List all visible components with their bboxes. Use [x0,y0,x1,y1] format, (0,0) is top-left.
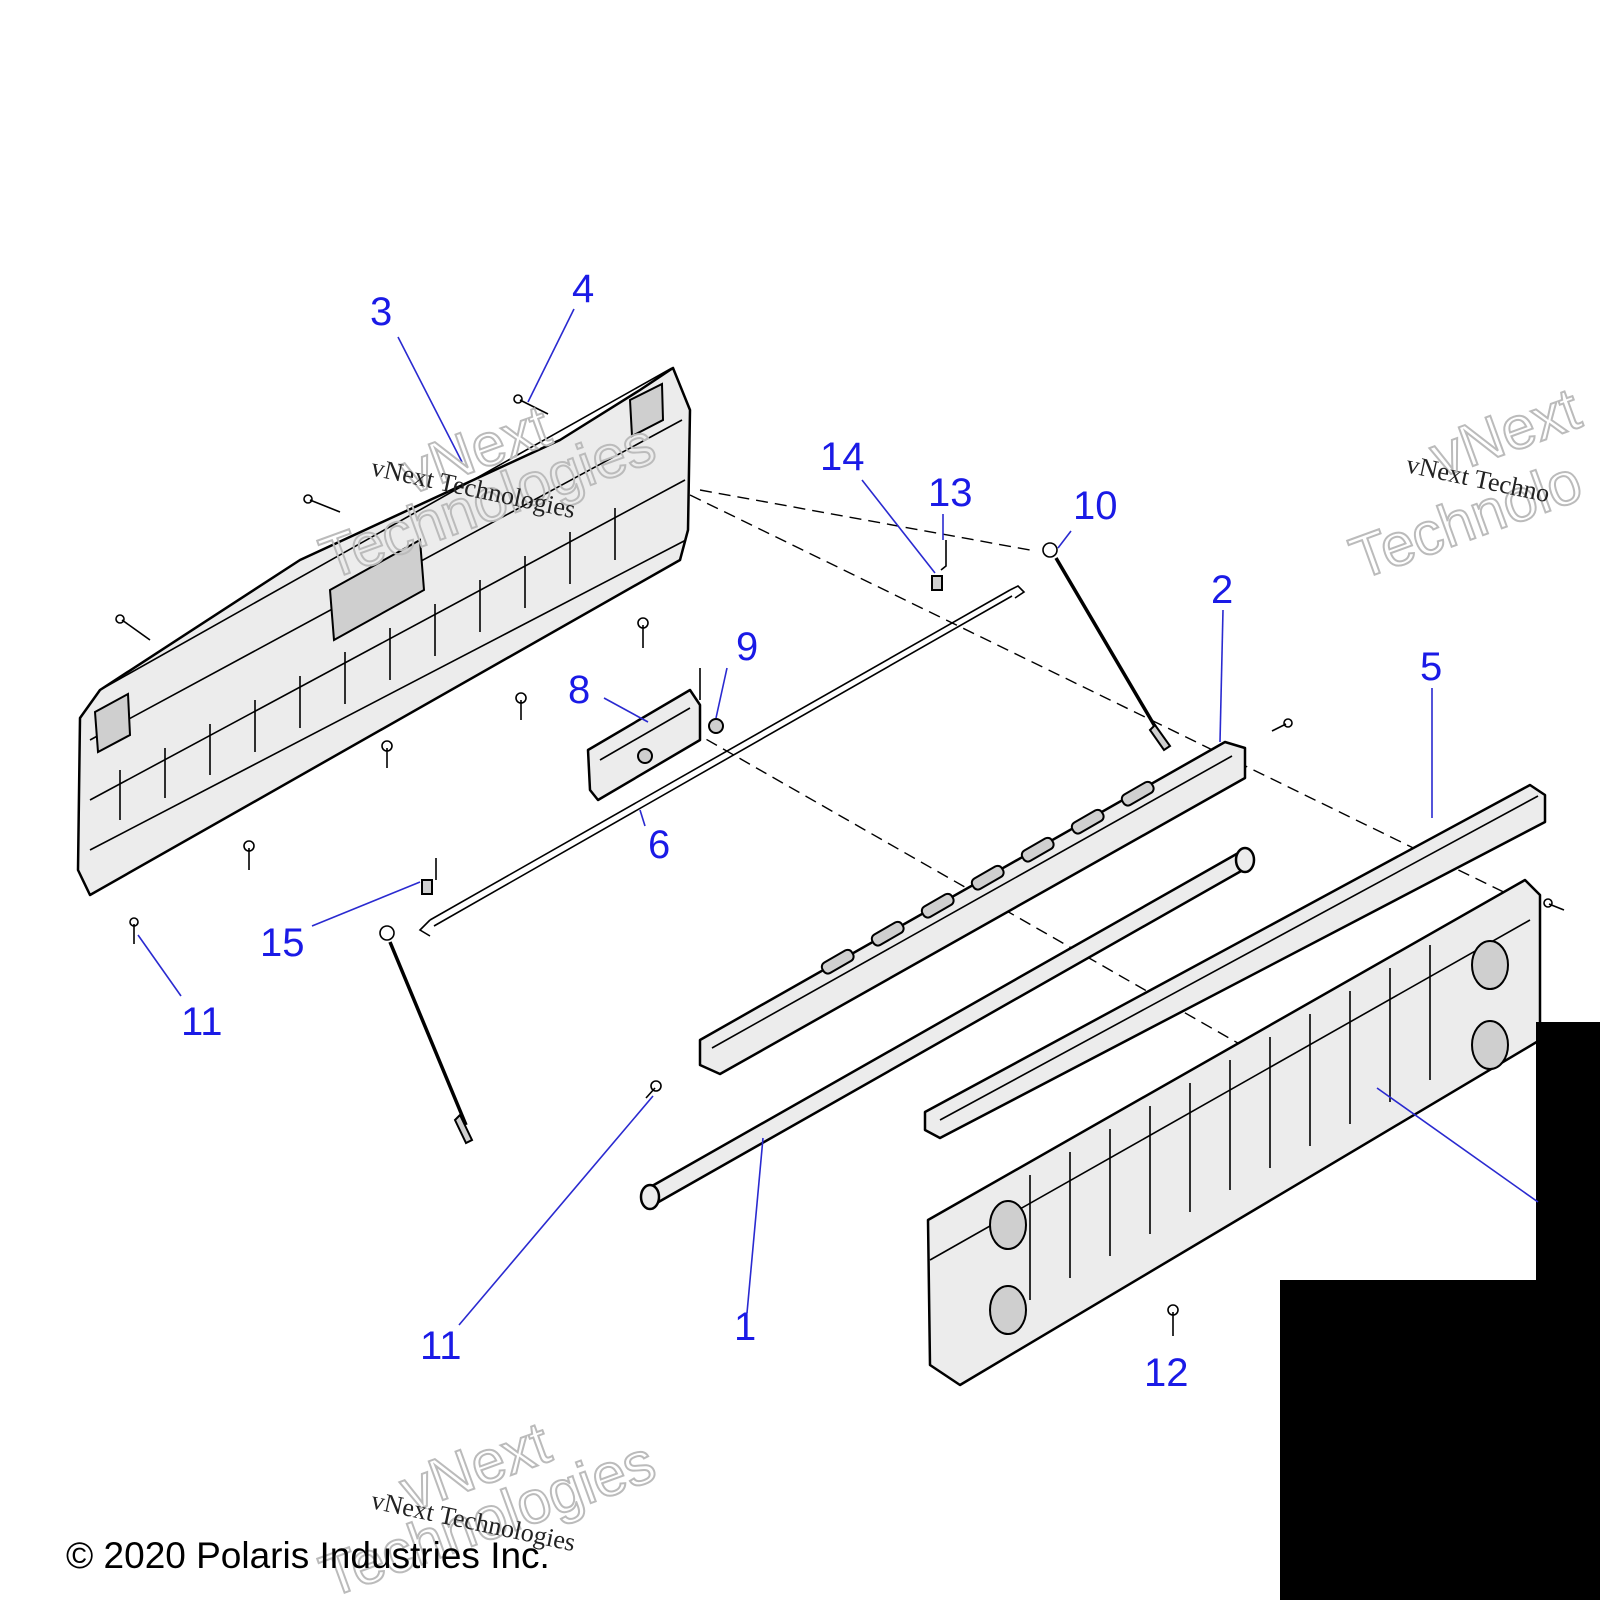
callout-14: 14 [820,435,865,479]
callout-5: 5 [1420,645,1442,689]
callout-11b: 11 [420,1324,462,1368]
callout-3: 3 [370,290,392,334]
black-block-lower [1280,1280,1600,1600]
callout-1: 1 [734,1305,756,1349]
upper-cap-rail [698,740,1247,1076]
callout-10: 10 [1073,484,1118,528]
inner-tailgate-panel [76,366,692,897]
callout-6: 6 [648,823,670,867]
callout-9: 9 [736,625,758,669]
tailgate-tube [639,846,1256,1211]
watermark-right: vNext Technolo vNext Techno [1341,374,1592,594]
latch-rod [418,585,1026,937]
screw-fasteners [115,394,1565,1336]
callout-15: 15 [260,921,305,965]
callout-13: 13 [928,471,973,515]
black-block-upper [1536,1022,1600,1282]
callout-4: 4 [572,267,594,311]
callout-8: 8 [568,668,590,712]
callout-11a: 11 [181,1000,223,1044]
top-trim-rail [923,783,1547,1140]
latch-handle-bracket [586,688,724,802]
tailgate-cables [379,542,1172,1145]
leader-lines [137,308,1539,1326]
callout-12: 12 [1144,1351,1189,1395]
rod-clips [421,540,947,895]
callout-2: 2 [1211,568,1233,612]
outer-tailgate-panel [926,878,1542,1387]
callout-labels: 3 4 14 13 10 2 5 9 8 6 15 11 11 1 12 [181,267,1442,1395]
copyright-notice: © 2020 Polaris Industries Inc. [66,1535,550,1576]
